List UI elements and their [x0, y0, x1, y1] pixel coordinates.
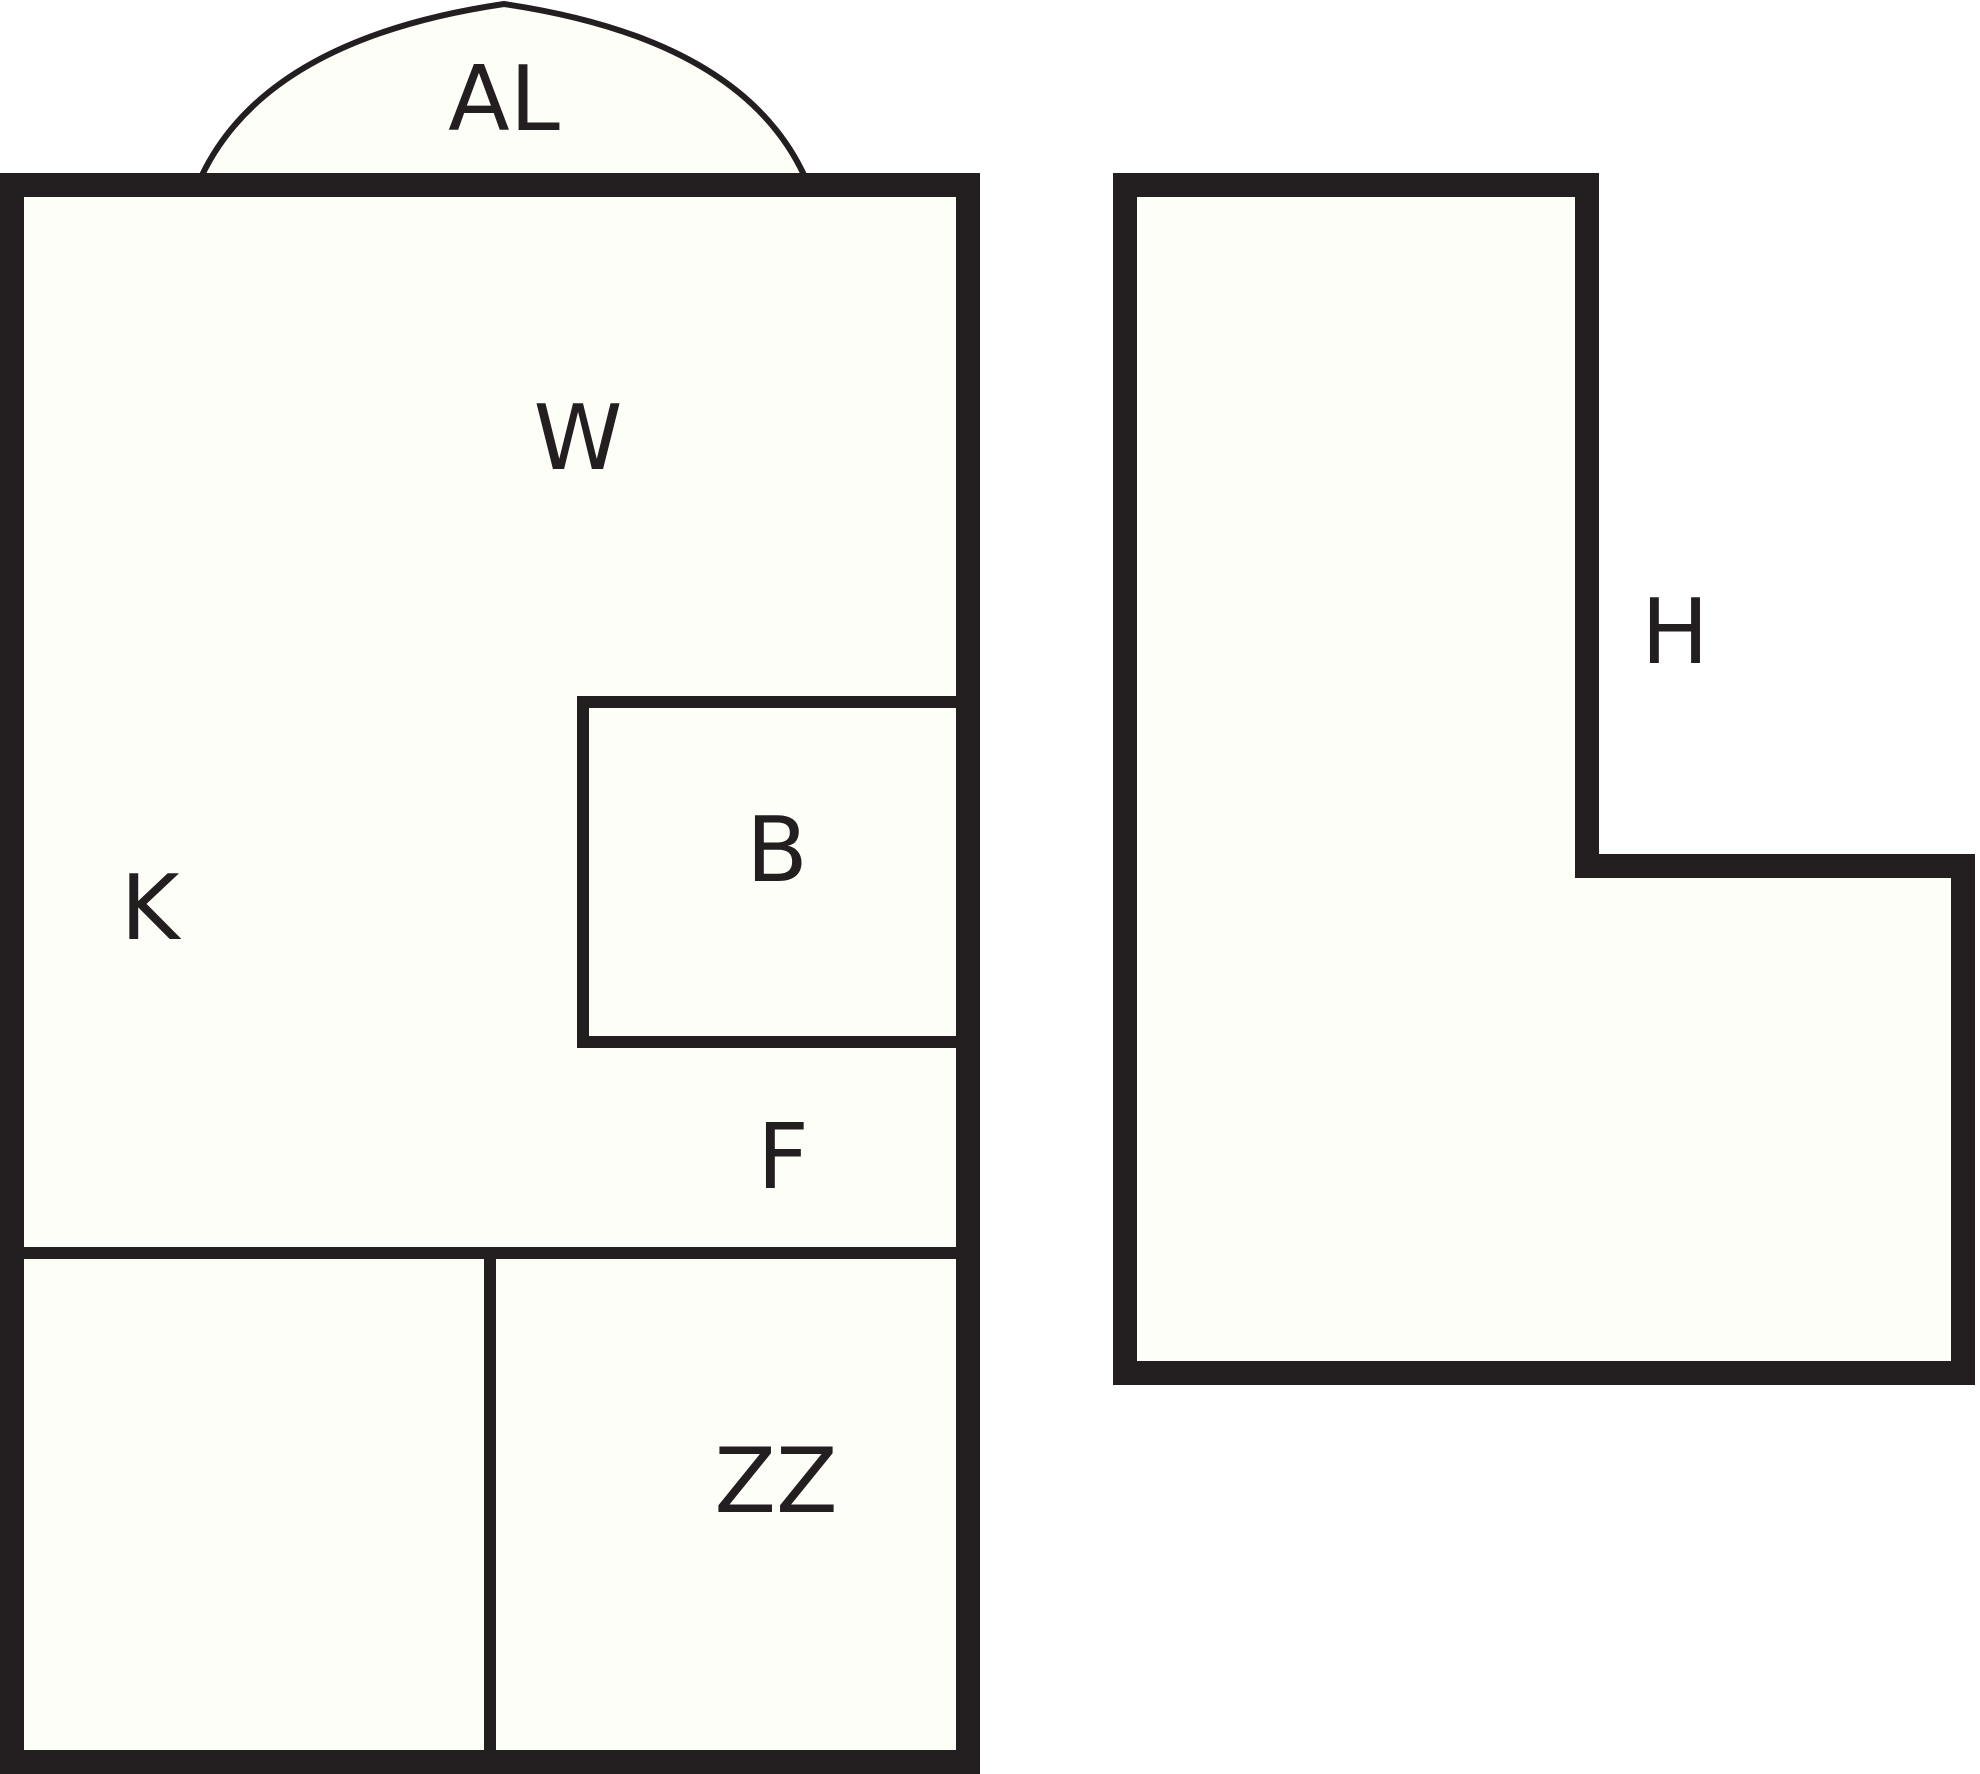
label-f: F	[757, 1105, 809, 1210]
label-zz: ZZ	[714, 1429, 837, 1534]
alcove-shape	[193, 0, 813, 187]
label-al: AL	[448, 47, 560, 152]
inner-room-b	[577, 696, 974, 1048]
l-building-outline	[1113, 173, 1975, 1385]
left-building-walls	[0, 173, 980, 1774]
label-h: H	[1641, 580, 1709, 685]
label-k: K	[120, 856, 181, 961]
label-b: B	[746, 798, 808, 903]
label-w: W	[534, 386, 623, 491]
